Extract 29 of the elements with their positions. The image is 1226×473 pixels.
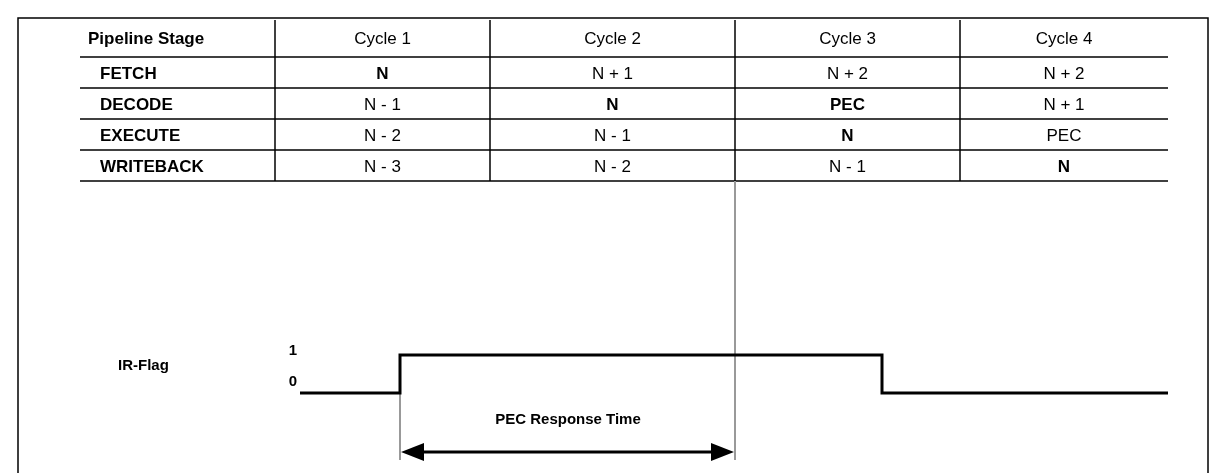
table-cell: N [376,63,389,84]
table-cell: N - 1 [829,156,866,177]
table-cell: N + 2 [1043,63,1085,84]
table-cell: N + 1 [591,63,634,84]
table-cell: N + 2 [826,63,869,84]
table-cell: N - 1 [594,125,631,146]
column-header: Cycle 4 [1035,28,1093,49]
level-label: 1 [288,340,298,358]
level-label: 0 [288,371,298,389]
table-cell: N - 2 [594,156,631,177]
signal-label: IR-Flag [118,355,169,373]
table-cell: N - 2 [364,125,401,146]
table-cell: N - 1 [364,94,401,115]
row-header: DECODE [100,94,173,115]
table-cell: N - 3 [364,156,401,177]
table-cell: N [606,94,619,115]
dimension-label: PEC Response Time [495,409,641,427]
table-cell: N + 1 [1043,94,1085,115]
row-header: EXECUTE [100,125,181,146]
table-cell: PEC [830,94,865,115]
table-cell: N [1057,156,1071,177]
column-header: Cycle 3 [819,28,876,49]
column-header: Pipeline Stage [88,28,205,49]
table-cell: PEC [1046,125,1082,146]
table-cell: N [841,125,854,146]
column-header: Cycle 1 [354,28,411,49]
column-header: Cycle 2 [584,28,641,49]
row-header: FETCH [100,63,157,84]
row-header: WRITEBACK [100,156,204,177]
